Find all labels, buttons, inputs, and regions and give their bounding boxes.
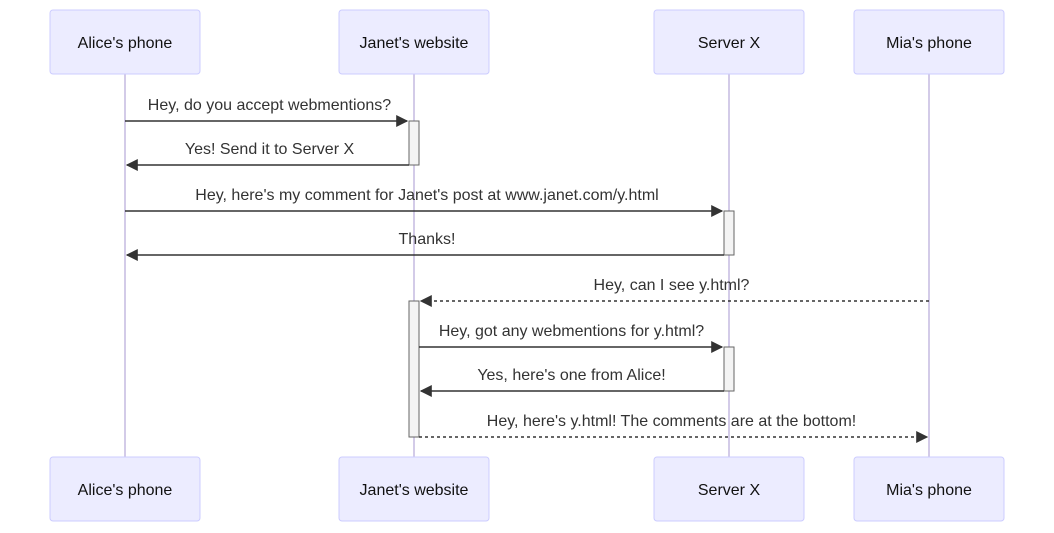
actor-box-top-janet xyxy=(338,9,490,75)
actor-box-top-server xyxy=(653,9,805,75)
activation-bar-janet-2 xyxy=(408,300,420,438)
message-label-4: Thanks! xyxy=(399,231,456,248)
message-label-3: Hey, here's my comment for Janet's post … xyxy=(195,187,658,204)
message-label-5: Hey, can I see y.html? xyxy=(594,277,750,294)
activation-bar-server-3 xyxy=(723,346,735,392)
actor-label-bottom-janet: Janet's website xyxy=(360,482,469,499)
actor-label-top-janet: Janet's website xyxy=(360,35,469,52)
actor-label-bottom-mia: Mia's phone xyxy=(886,482,972,499)
actor-box-bottom-mia xyxy=(853,456,1005,522)
actor-box-bottom-janet xyxy=(338,456,490,522)
message-label-6: Hey, got any webmentions for y.html? xyxy=(439,323,704,340)
message-label-1: Hey, do you accept webmentions? xyxy=(148,97,392,114)
activation-bar-server-1 xyxy=(723,210,735,256)
message-label-7: Yes, here's one from Alice! xyxy=(477,367,665,384)
actor-label-bottom-server: Server X xyxy=(698,482,761,499)
actor-label-top-mia: Mia's phone xyxy=(886,35,972,52)
activation-bar-janet-0 xyxy=(408,120,420,166)
actor-box-bottom-server xyxy=(653,456,805,522)
actor-label-bottom-alice: Alice's phone xyxy=(78,482,173,499)
actor-label-top-server: Server X xyxy=(698,35,761,52)
actor-label-top-alice: Alice's phone xyxy=(78,35,173,52)
actor-box-top-mia xyxy=(853,9,1005,75)
actor-box-top-alice xyxy=(49,9,201,75)
message-label-2: Yes! Send it to Server X xyxy=(185,141,355,158)
message-label-8: Hey, here's y.html! The comments are at … xyxy=(487,413,856,430)
actor-box-bottom-alice xyxy=(49,456,201,522)
